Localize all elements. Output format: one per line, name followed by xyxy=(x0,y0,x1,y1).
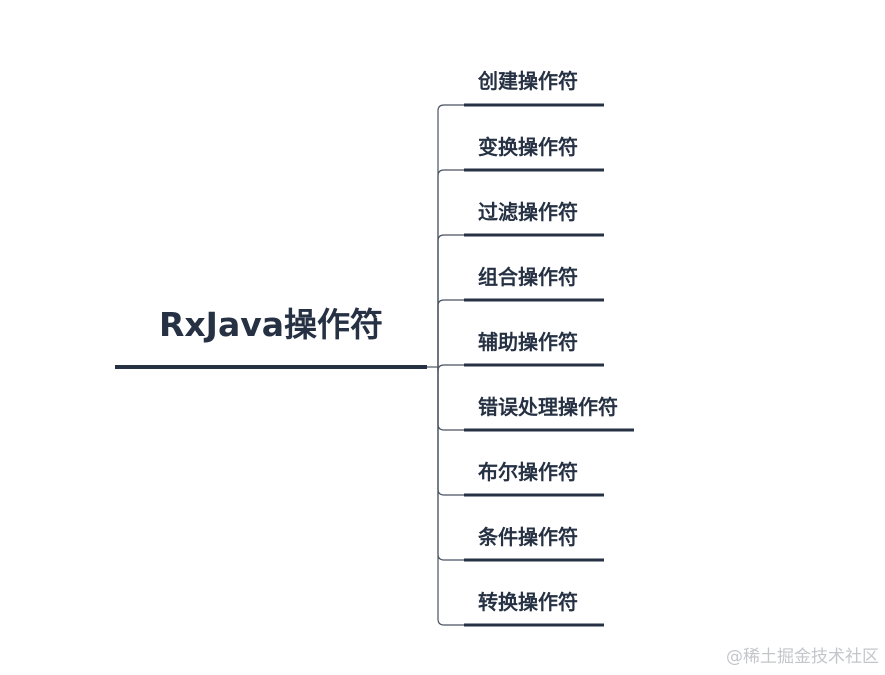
watermark-text: @稀土掘金技术社区 xyxy=(726,647,879,667)
branch-connector xyxy=(437,364,464,372)
branch-connectors xyxy=(427,104,464,626)
root-node-label[interactable]: RxJava操作符 xyxy=(158,305,384,344)
branch-node-boolean[interactable]: 布尔操作符 xyxy=(478,460,578,484)
branch-connector xyxy=(437,367,464,626)
branch-node-conversion[interactable]: 转换操作符 xyxy=(478,590,578,614)
branch-node-error[interactable]: 错误处理操作符 xyxy=(478,395,618,419)
branch-connector xyxy=(437,104,464,367)
branch-connector xyxy=(437,169,464,367)
branch-node-create[interactable]: 创建操作符 xyxy=(478,69,578,93)
branch-connector xyxy=(437,299,464,367)
branch-connector xyxy=(437,234,464,367)
branch-connector xyxy=(437,367,464,561)
branch-connector xyxy=(437,367,464,496)
branch-node-conditional[interactable]: 条件操作符 xyxy=(478,525,578,549)
branch-connector xyxy=(437,367,464,431)
branch-node-filter[interactable]: 过滤操作符 xyxy=(478,200,578,224)
branch-underlines xyxy=(464,103,634,627)
branch-node-utility[interactable]: 辅助操作符 xyxy=(478,330,578,354)
branch-node-combine[interactable]: 组合操作符 xyxy=(478,265,578,289)
branch-node-transform[interactable]: 变换操作符 xyxy=(478,135,578,159)
